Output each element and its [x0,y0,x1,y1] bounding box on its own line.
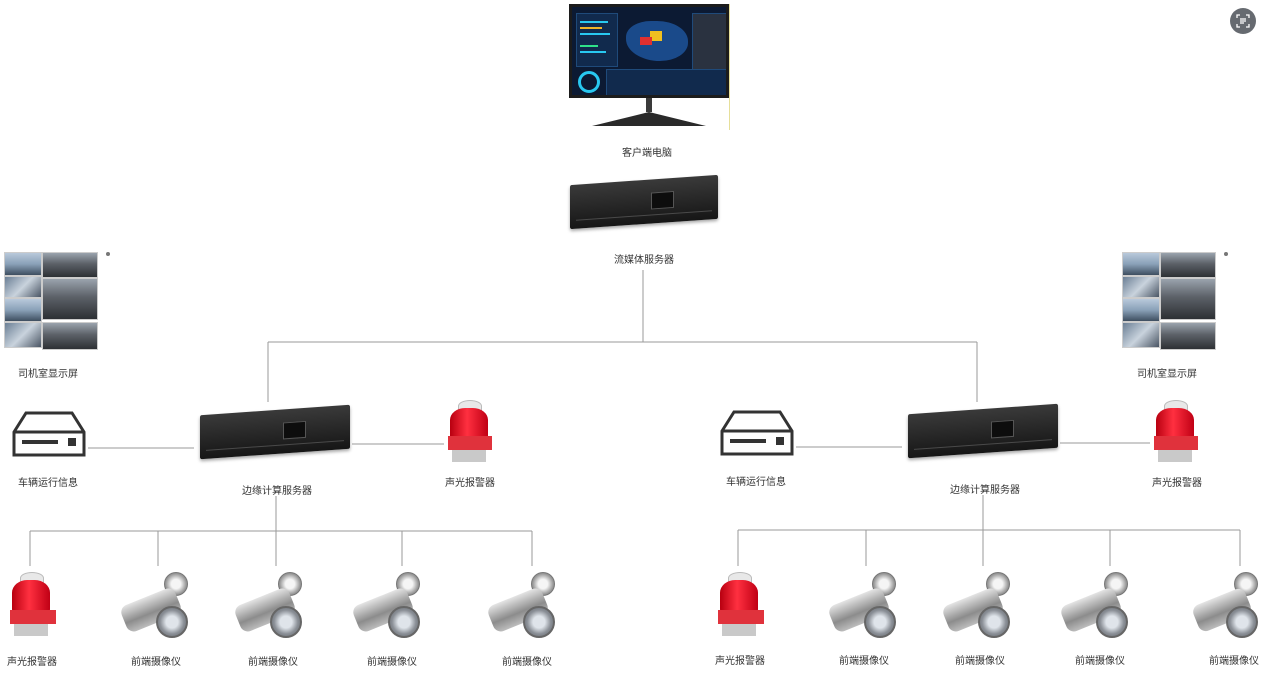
alarm-right-label: 声光报警器 [1152,478,1202,489]
alarm-left-label: 声光报警器 [445,478,495,489]
camera-bottom-right-1 [826,572,900,640]
driver-display-right-label: 司机室显示屏 [1137,369,1197,380]
bottom-left-label-4: 前端摄像仪 [502,657,552,668]
screenshot-scan-icon[interactable] [1230,8,1256,34]
camera-bottom-left-4 [485,572,559,640]
alarm-bottom-left [6,572,58,638]
camera-bottom-right-3 [1058,572,1132,640]
edge-server-right-label: 边缘计算服务器 [950,485,1020,496]
bottom-right-label-2: 前端摄像仪 [955,656,1005,667]
vehicle-info-left-icon [12,411,86,457]
bottom-left-label-3: 前端摄像仪 [367,657,417,668]
driver-display-left [4,250,112,354]
bottom-right-label-3: 前端摄像仪 [1075,656,1125,667]
camera-bottom-left-3 [350,572,424,640]
bottom-right-label-4: 前端摄像仪 [1209,656,1259,667]
monitor-screen [569,4,729,98]
driver-display-left-label: 司机室显示屏 [18,369,78,380]
alarm-right [1150,400,1202,464]
bottom-right-label-0: 声光报警器 [715,656,765,667]
alarm-left [444,400,496,464]
bottom-left-label-1: 前端摄像仪 [131,657,181,668]
bottom-right-label-1: 前端摄像仪 [839,656,889,667]
edge-server-left-label: 边缘计算服务器 [242,486,312,497]
camera-bottom-right-4 [1190,572,1262,640]
bottom-left-label-2: 前端摄像仪 [248,657,298,668]
vehicle-info-right-label: 车辆运行信息 [726,477,786,488]
camera-bottom-left-1 [118,572,192,640]
vehicle-info-left-label: 车辆运行信息 [18,478,78,489]
client-pc [566,4,732,130]
client-pc-label: 客户端电脑 [622,148,672,159]
bottom-left-label-0: 声光报警器 [7,657,57,668]
alarm-bottom-right [714,572,766,638]
media-server-label: 流媒体服务器 [614,255,674,266]
camera-bottom-right-2 [940,572,1014,640]
driver-display-right [1122,250,1230,354]
camera-bottom-left-2 [232,572,306,640]
vehicle-info-right-icon [720,410,794,456]
